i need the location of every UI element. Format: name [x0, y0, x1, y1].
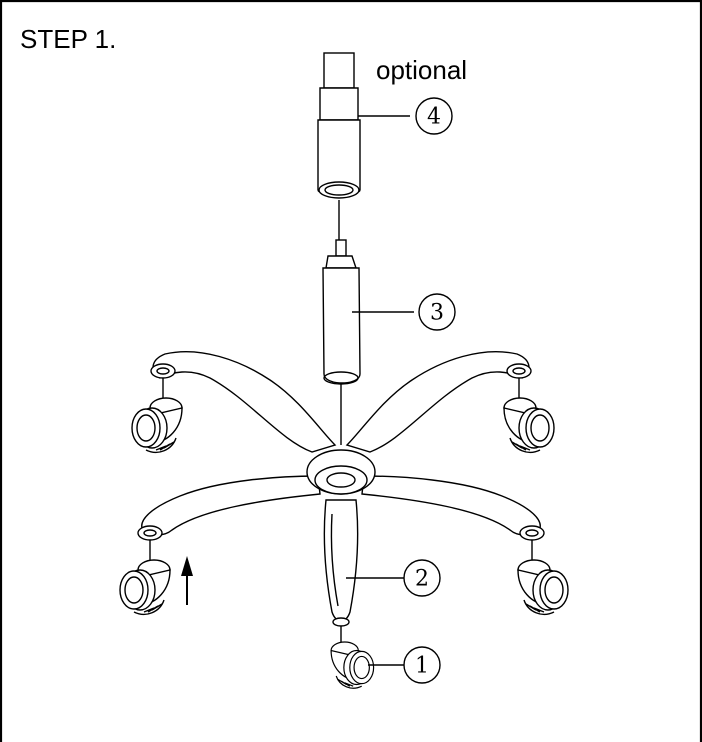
star-base-part [137, 351, 545, 627]
callout-4: 4 [415, 97, 453, 135]
caster-front-right [517, 540, 569, 616]
caster-front [330, 626, 375, 689]
caster-back-left [132, 378, 182, 452]
callout-2: 2 [403, 559, 441, 597]
caster-back-right [503, 378, 555, 454]
svg-text:4: 4 [427, 105, 441, 130]
caster-front-left [120, 540, 170, 614]
svg-text:1: 1 [415, 654, 429, 679]
svg-text:3: 3 [430, 301, 444, 326]
height-extension-part [317, 52, 361, 199]
optional-label: optional [376, 55, 467, 85]
callout-1: 1 [403, 646, 441, 684]
step-title: STEP 1. [20, 24, 116, 54]
arrow-up-icon [181, 556, 193, 605]
callout-3: 3 [418, 293, 456, 331]
gas-lift-part [322, 239, 361, 385]
svg-text:2: 2 [415, 567, 429, 592]
